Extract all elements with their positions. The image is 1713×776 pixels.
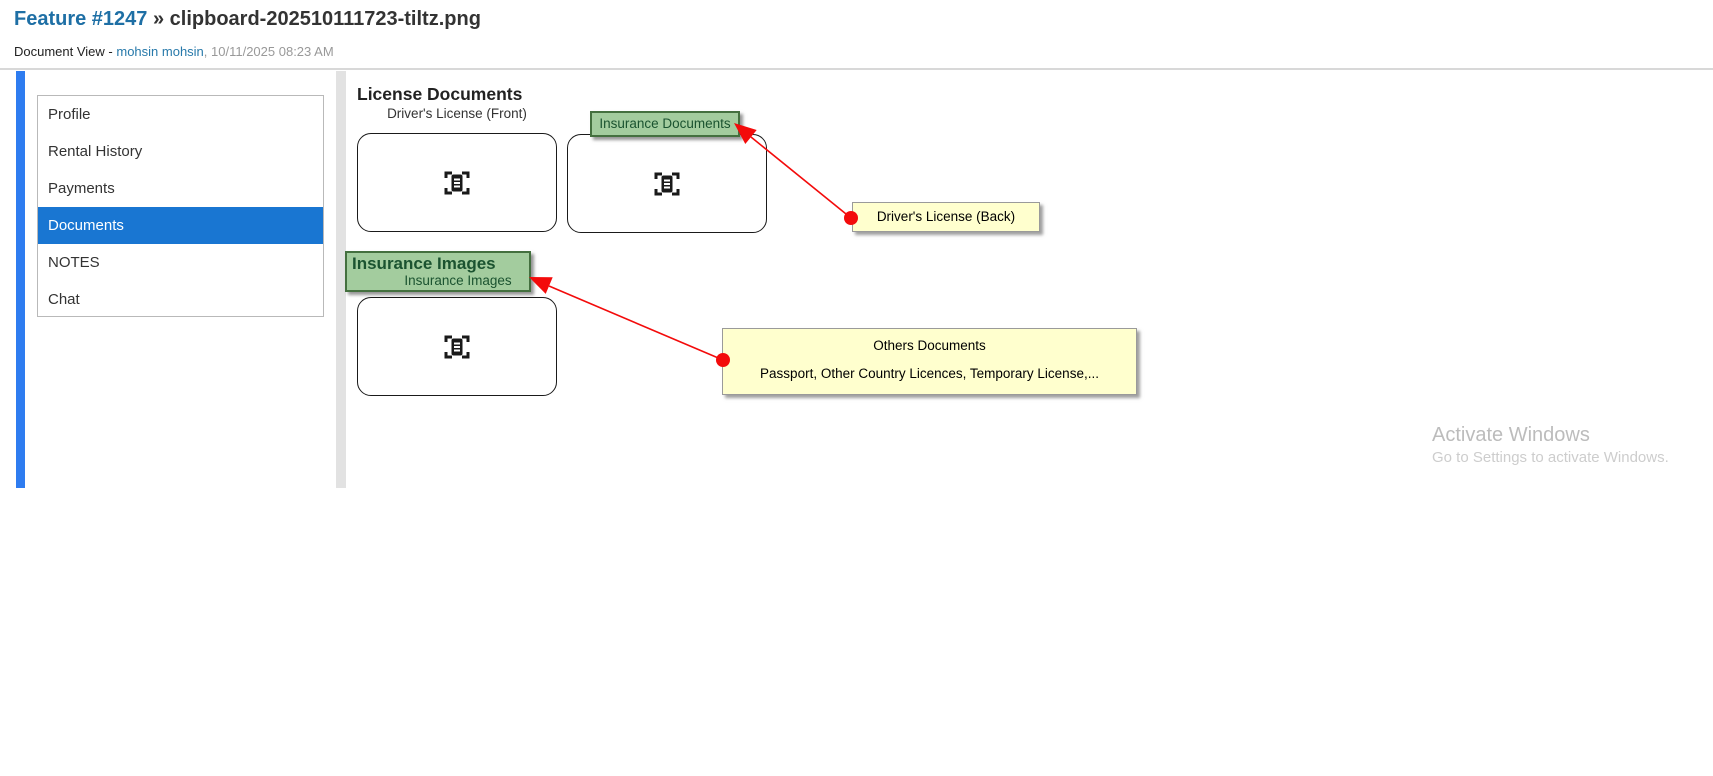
header-divider: [0, 68, 1713, 70]
attachment-filename: clipboard-202510111723-tiltz.png: [169, 8, 481, 30]
section-title: License Documents: [357, 84, 523, 104]
callout-others-documents: Others Documents Passport, Other Country…: [722, 328, 1137, 395]
annotation-highlight-insurance-images: Insurance Images Insurance Images: [345, 251, 531, 292]
sidebar-content-divider: [336, 71, 346, 488]
author-link[interactable]: mohsin mohsin: [116, 44, 204, 59]
document-scan-icon: [444, 171, 470, 194]
callout-others-description: Passport, Other Country Licences, Tempor…: [760, 366, 1099, 381]
doc-placeholder-license-front[interactable]: [357, 133, 557, 232]
document-scan-icon: [444, 335, 470, 358]
insurance-images-heading: Insurance Images: [352, 254, 496, 273]
sidebar-item-payments[interactable]: Payments: [48, 180, 115, 197]
view-label: Document View -: [14, 44, 117, 59]
doc-caption-license-front: Driver's License (Front): [387, 106, 527, 121]
sidebar-item-rental-history[interactable]: Rental History: [48, 143, 143, 160]
page-title: Feature #1247 » clipboard-202510111723-t…: [14, 8, 481, 31]
doc-placeholder-license-back[interactable]: [567, 134, 767, 233]
sidebar-item-notes[interactable]: NOTES: [48, 254, 100, 271]
doc-placeholder-insurance-image[interactable]: [357, 297, 557, 396]
sidebar-menu: Profile Rental History Payments Document…: [37, 95, 324, 317]
feature-link[interactable]: Feature #1247: [14, 8, 148, 30]
arrow-to-insurance-images: [529, 277, 730, 367]
title-separator: »: [147, 8, 170, 30]
timestamp: , 10/11/2025 08:23 AM: [203, 44, 334, 59]
annotation-highlight-insurance-documents: Insurance Documents: [590, 111, 740, 137]
document-scan-icon: [654, 172, 680, 195]
callout-others-title: Others Documents: [873, 338, 986, 353]
sidebar-item-chat[interactable]: Chat: [48, 291, 80, 308]
left-accent-bar: [16, 71, 25, 488]
sidebar-item-profile[interactable]: Profile: [48, 106, 91, 123]
activate-windows-watermark: Activate Windows: [1432, 424, 1590, 446]
activate-windows-subtext: Go to Settings to activate Windows.: [1432, 449, 1669, 466]
sidebar-item-documents[interactable]: Documents: [38, 207, 323, 244]
doc-caption-insurance-images: Insurance Images: [404, 273, 512, 288]
callout-license-back: Driver's License (Back): [852, 202, 1040, 232]
attachment-meta: Document View - mohsin mohsin, 10/11/202…: [14, 44, 334, 59]
